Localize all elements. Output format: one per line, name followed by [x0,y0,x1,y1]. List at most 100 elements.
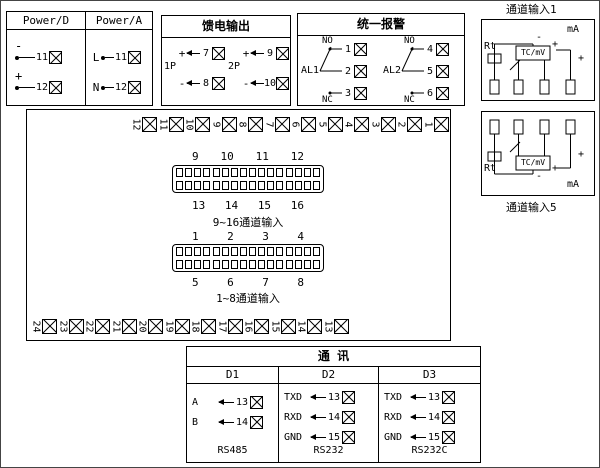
terminal-icon [354,42,367,56]
terminal-number-text: 13 [322,319,334,333]
no-contact-label: NO [322,36,333,46]
connector-pin [267,181,275,190]
connector-pin [176,247,183,256]
terminal-number: 8 [202,78,210,89]
connector-pin [230,260,238,269]
terminal-number-text: 23 [57,319,69,333]
terminal-icon [49,81,62,94]
terminal-icon [148,318,163,334]
terminal-icon [174,318,190,334]
channel-input-1-panel: Rt TC/mV mA + - + [481,19,595,101]
pin-group-number: 3 [262,230,269,243]
connector-pin [185,247,193,256]
wire-dot [101,85,105,90]
terminal-unit: 21 [111,315,138,337]
terminal-number: 13 [323,315,334,337]
alarm-terminal-row: 2 [342,64,367,78]
nc-contact-label: NC [404,95,415,105]
terminal-icon [201,318,216,334]
terminal-number-text: 20 [137,319,149,333]
connector-pin [212,247,220,256]
alarm-relay-label: AL2 [383,65,402,76]
terminal-icon [436,86,449,100]
terminal-number-text: 22 [84,319,96,333]
tc-box [515,45,551,61]
connector-pin [239,181,247,190]
connector-a-bottom-numbers: 13 14 15 16 [172,199,324,212]
connector-pin [303,181,311,190]
wire [19,87,35,88]
terminal-number: 13 [427,391,441,403]
terminal-icon [442,430,455,444]
connector-pin [212,260,220,269]
connector-pin [312,247,320,256]
polarity-label: + [178,47,186,60]
connector-pin [239,247,247,256]
terminal-icon [436,64,449,78]
pin-group-number: 11 [255,150,269,163]
pin-group-number: 1 [192,230,199,243]
alarm-terminal-row: 5 [424,64,449,78]
terminal-number: 12 [131,113,142,135]
connector-pin [258,168,266,177]
power-d-row: 11 [15,50,62,65]
connector-pin [294,181,302,190]
signal-label: RXD [284,411,303,423]
terminal-icon [276,47,289,60]
terminal-icon [307,318,322,334]
terminal-icon [342,410,355,424]
connector-pin [239,260,247,269]
terminal-icon [221,116,237,132]
terminal-number: 17 [217,315,228,337]
terminal-icon [250,415,263,429]
connector-pin [258,181,266,190]
signal-label: GND [284,431,303,443]
wire-dot [101,55,105,60]
connector-b [172,244,324,272]
terminal-number-text: 14 [296,319,308,333]
terminal-number-text: 6 [290,120,301,128]
group-label: 2P [228,61,241,72]
terminal-icon [342,430,355,444]
terminal-number: 5 [317,113,328,135]
terminal-board: 12 11 10 9 8 7 6 5 4 3 2 1 9 10 11 12 13… [26,109,451,341]
terminal-unit: 22 [84,315,111,337]
terminal-number: 8 [237,113,248,135]
port-header: D2 [279,367,378,384]
terminal-number: 24 [31,315,42,337]
alarm-relay-label: AL1 [301,65,320,76]
terminal-number: 22 [84,315,95,337]
pin-group-number: 4 [297,230,304,243]
terminal-icon [327,116,343,132]
terminal-number-text: 11 [157,117,169,131]
signal-label: GND [384,431,403,443]
terminal-icon [227,318,243,334]
connector-pin-row [176,181,320,190]
terminal-number: 1 [423,113,434,135]
connector-pin [285,247,293,256]
terminal-unit: 13 [323,315,350,337]
connector-pin [203,260,211,269]
terminal-number-text: 8 [237,120,248,128]
connector-pin [285,168,293,177]
nc-contact-label: NC [322,95,333,105]
pin-group-number: 5 [192,276,199,289]
pin-group-number: 14 [224,199,239,212]
terminal-icon [212,77,225,90]
polarity-label: - [15,39,23,53]
minus-sign: - [536,171,543,182]
power-d-panel: Power/D - 11 + 12 [6,11,86,106]
connector-pin [203,181,211,190]
arrow-wire [218,398,234,405]
pin-terminal [513,79,524,95]
connector-a [172,165,324,193]
terminal-unit: 2 [396,113,423,135]
